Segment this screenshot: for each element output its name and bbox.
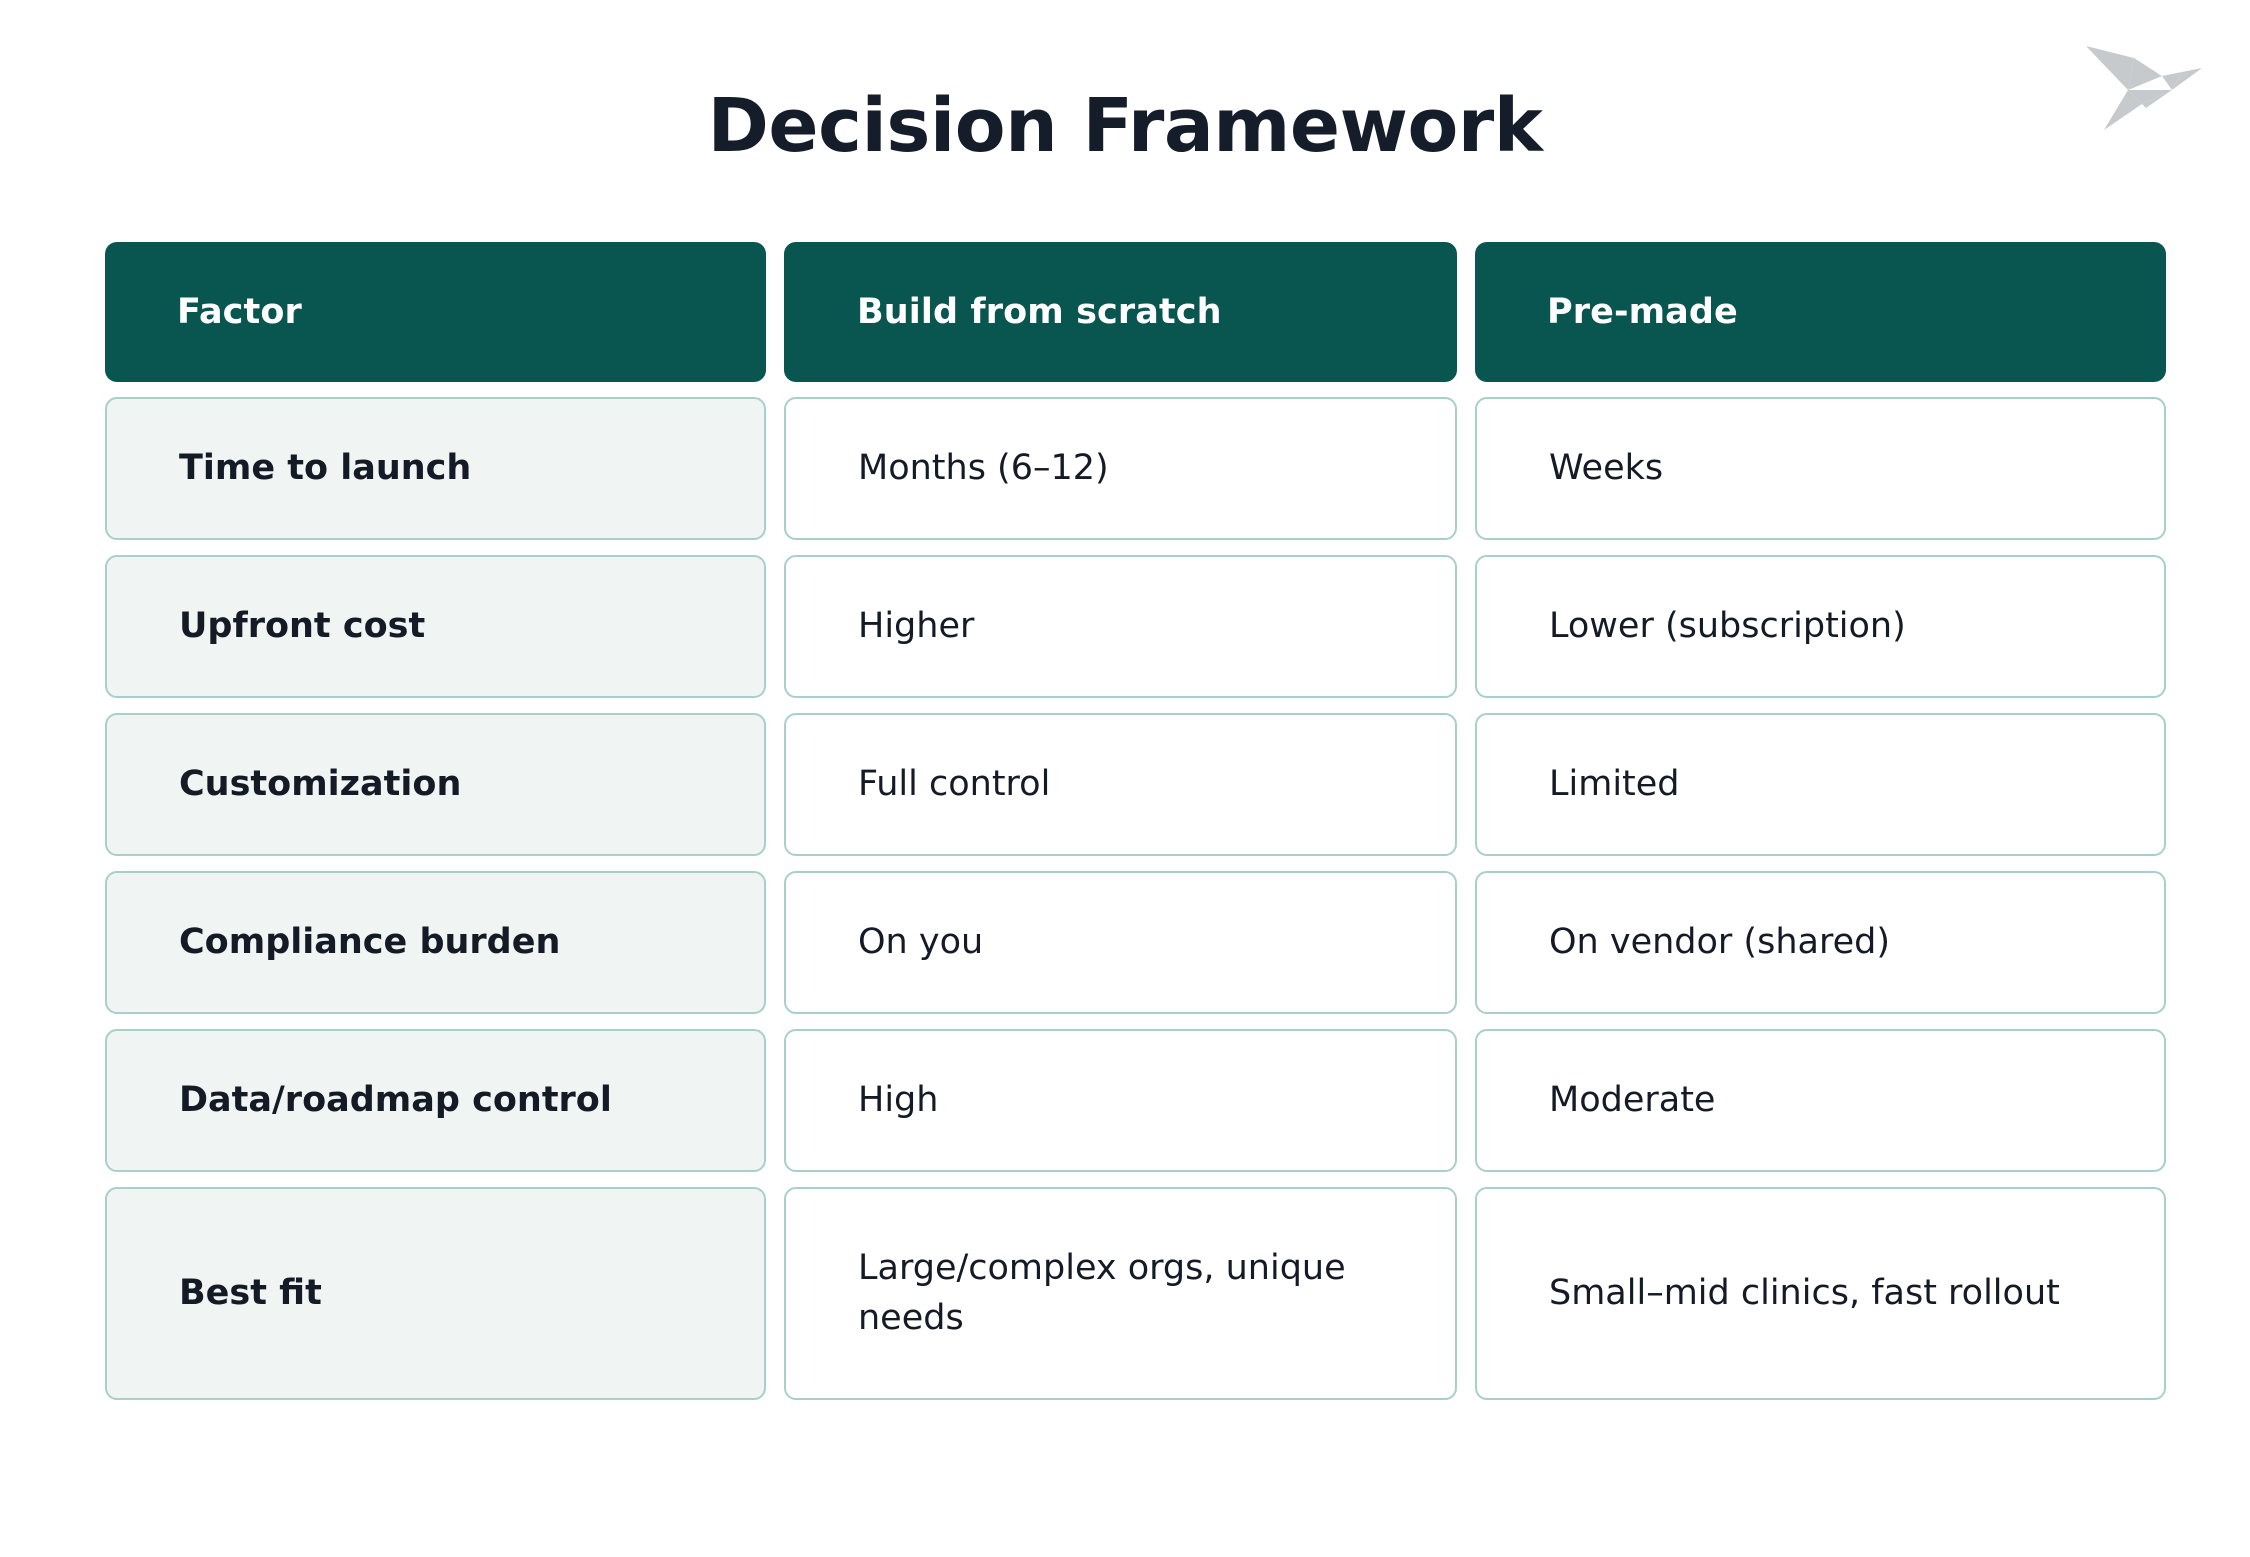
origami-bird-logo [2076,18,2226,138]
table-row: Data/roadmap control High Moderate [105,1029,2166,1172]
cell-factor: Compliance burden [105,871,766,1014]
cell-build: Large/complex orgs, unique needs [784,1187,1457,1400]
cell-build: Full control [784,713,1457,856]
column-header-build-from-scratch: Build from scratch [784,242,1457,382]
cell-premade: Lower (subscription) [1475,555,2166,698]
cell-build: Months (6–12) [784,397,1457,540]
cell-build: Higher [784,555,1457,698]
cell-build: High [784,1029,1457,1172]
cell-premade: Limited [1475,713,2166,856]
cell-factor: Best fit [105,1187,766,1400]
cell-build-text: Large/complex orgs, unique needs [858,1247,1346,1338]
page-title: Decision Framework [707,83,1544,169]
cell-premade-text: Small–mid clinics, fast rollout [1549,1272,2060,1313]
cell-premade: Weeks [1475,397,2166,540]
column-header-pre-made: Pre-made [1475,242,2166,382]
table-header-row: Factor Build from scratch Pre-made [105,242,2166,382]
column-header-factor: Factor [105,242,766,382]
cell-premade: On vendor (shared) [1475,871,2166,1014]
table-row: Time to launch Months (6–12) Weeks [105,397,2166,540]
cell-build: On you [784,871,1457,1014]
cell-factor: Upfront cost [105,555,766,698]
cell-premade: Small–mid clinics, fast rollout [1475,1187,2166,1400]
decision-framework-table: Factor Build from scratch Pre-made Time … [105,242,2166,1400]
table-row: Customization Full control Limited [105,713,2166,856]
table-row: Upfront cost Higher Lower (subscription) [105,555,2166,698]
cell-factor: Customization [105,713,766,856]
cell-premade: Moderate [1475,1029,2166,1172]
cell-factor: Time to launch [105,397,766,540]
table-row: Compliance burden On you On vendor (shar… [105,871,2166,1014]
table-row: Best fit Large/complex orgs, unique need… [105,1187,2166,1400]
cell-factor: Data/roadmap control [105,1029,766,1172]
